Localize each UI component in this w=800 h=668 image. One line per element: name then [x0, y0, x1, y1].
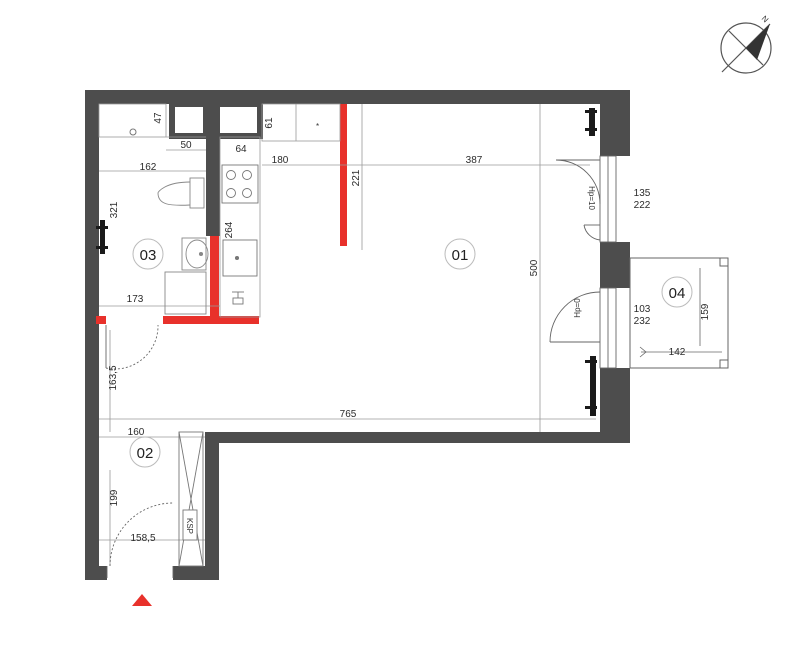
room-02: 02 — [129, 436, 161, 468]
dim-47: 47 — [153, 112, 164, 124]
dim-180: 180 — [272, 155, 289, 166]
dim-61: 61 — [264, 117, 275, 129]
dim-160: 160 — [128, 427, 145, 438]
north-compass: N — [720, 14, 772, 74]
room-01-label: 01 — [452, 247, 469, 264]
dim-103: 103 — [634, 304, 651, 315]
dim-387: 387 — [466, 155, 483, 166]
walls — [85, 90, 630, 580]
dim-50: 50 — [180, 140, 192, 151]
room-01: 01 — [444, 238, 476, 270]
entrance-marker — [132, 594, 152, 606]
dishwasher-symbol — [232, 291, 244, 305]
room-04: 04 — [661, 276, 693, 308]
balcony — [629, 257, 729, 369]
wardrobe — [178, 431, 204, 567]
toilet — [157, 177, 205, 209]
cooktop — [221, 164, 259, 204]
dim-222: 222 — [634, 200, 651, 211]
kitchen-sink — [222, 239, 258, 277]
room-03-label: 03 — [140, 247, 157, 264]
ksp-label: KSP — [185, 518, 194, 534]
dim-500: 500 — [529, 259, 540, 276]
window-hp10-label: Hp=10 — [587, 186, 596, 210]
room-02-label: 02 — [137, 445, 154, 462]
dim-264: 264 — [224, 221, 235, 238]
dim-64: 64 — [235, 144, 247, 155]
dim-232: 232 — [634, 316, 651, 327]
dim-142: 142 — [669, 347, 686, 358]
washbasin — [181, 237, 209, 271]
thin-lines — [98, 103, 596, 566]
radiators — [96, 108, 597, 416]
compass-north-label: N — [760, 14, 771, 25]
dim-199: 199 — [109, 489, 120, 506]
dim-221: 221 — [351, 169, 362, 186]
fridge-symbol: * — [316, 122, 319, 131]
dim-159: 159 — [700, 303, 711, 320]
dim-765: 765 — [340, 409, 357, 420]
washing-machine — [164, 271, 207, 315]
shower-drain — [129, 128, 137, 136]
dim-162: 162 — [140, 162, 157, 173]
dim-173: 173 — [127, 294, 144, 305]
window-hp0-label: Hp=0 — [573, 298, 582, 318]
room-04-label: 04 — [669, 285, 686, 302]
door-swings — [105, 159, 601, 578]
dim-135: 135 — [634, 188, 651, 199]
windows — [599, 155, 617, 369]
room-03: 03 — [132, 238, 164, 270]
new-walls — [96, 104, 347, 324]
dim-321: 321 — [109, 201, 120, 218]
dim-163-5: 163,5 — [108, 365, 119, 390]
dim-158-5: 158,5 — [130, 533, 155, 544]
